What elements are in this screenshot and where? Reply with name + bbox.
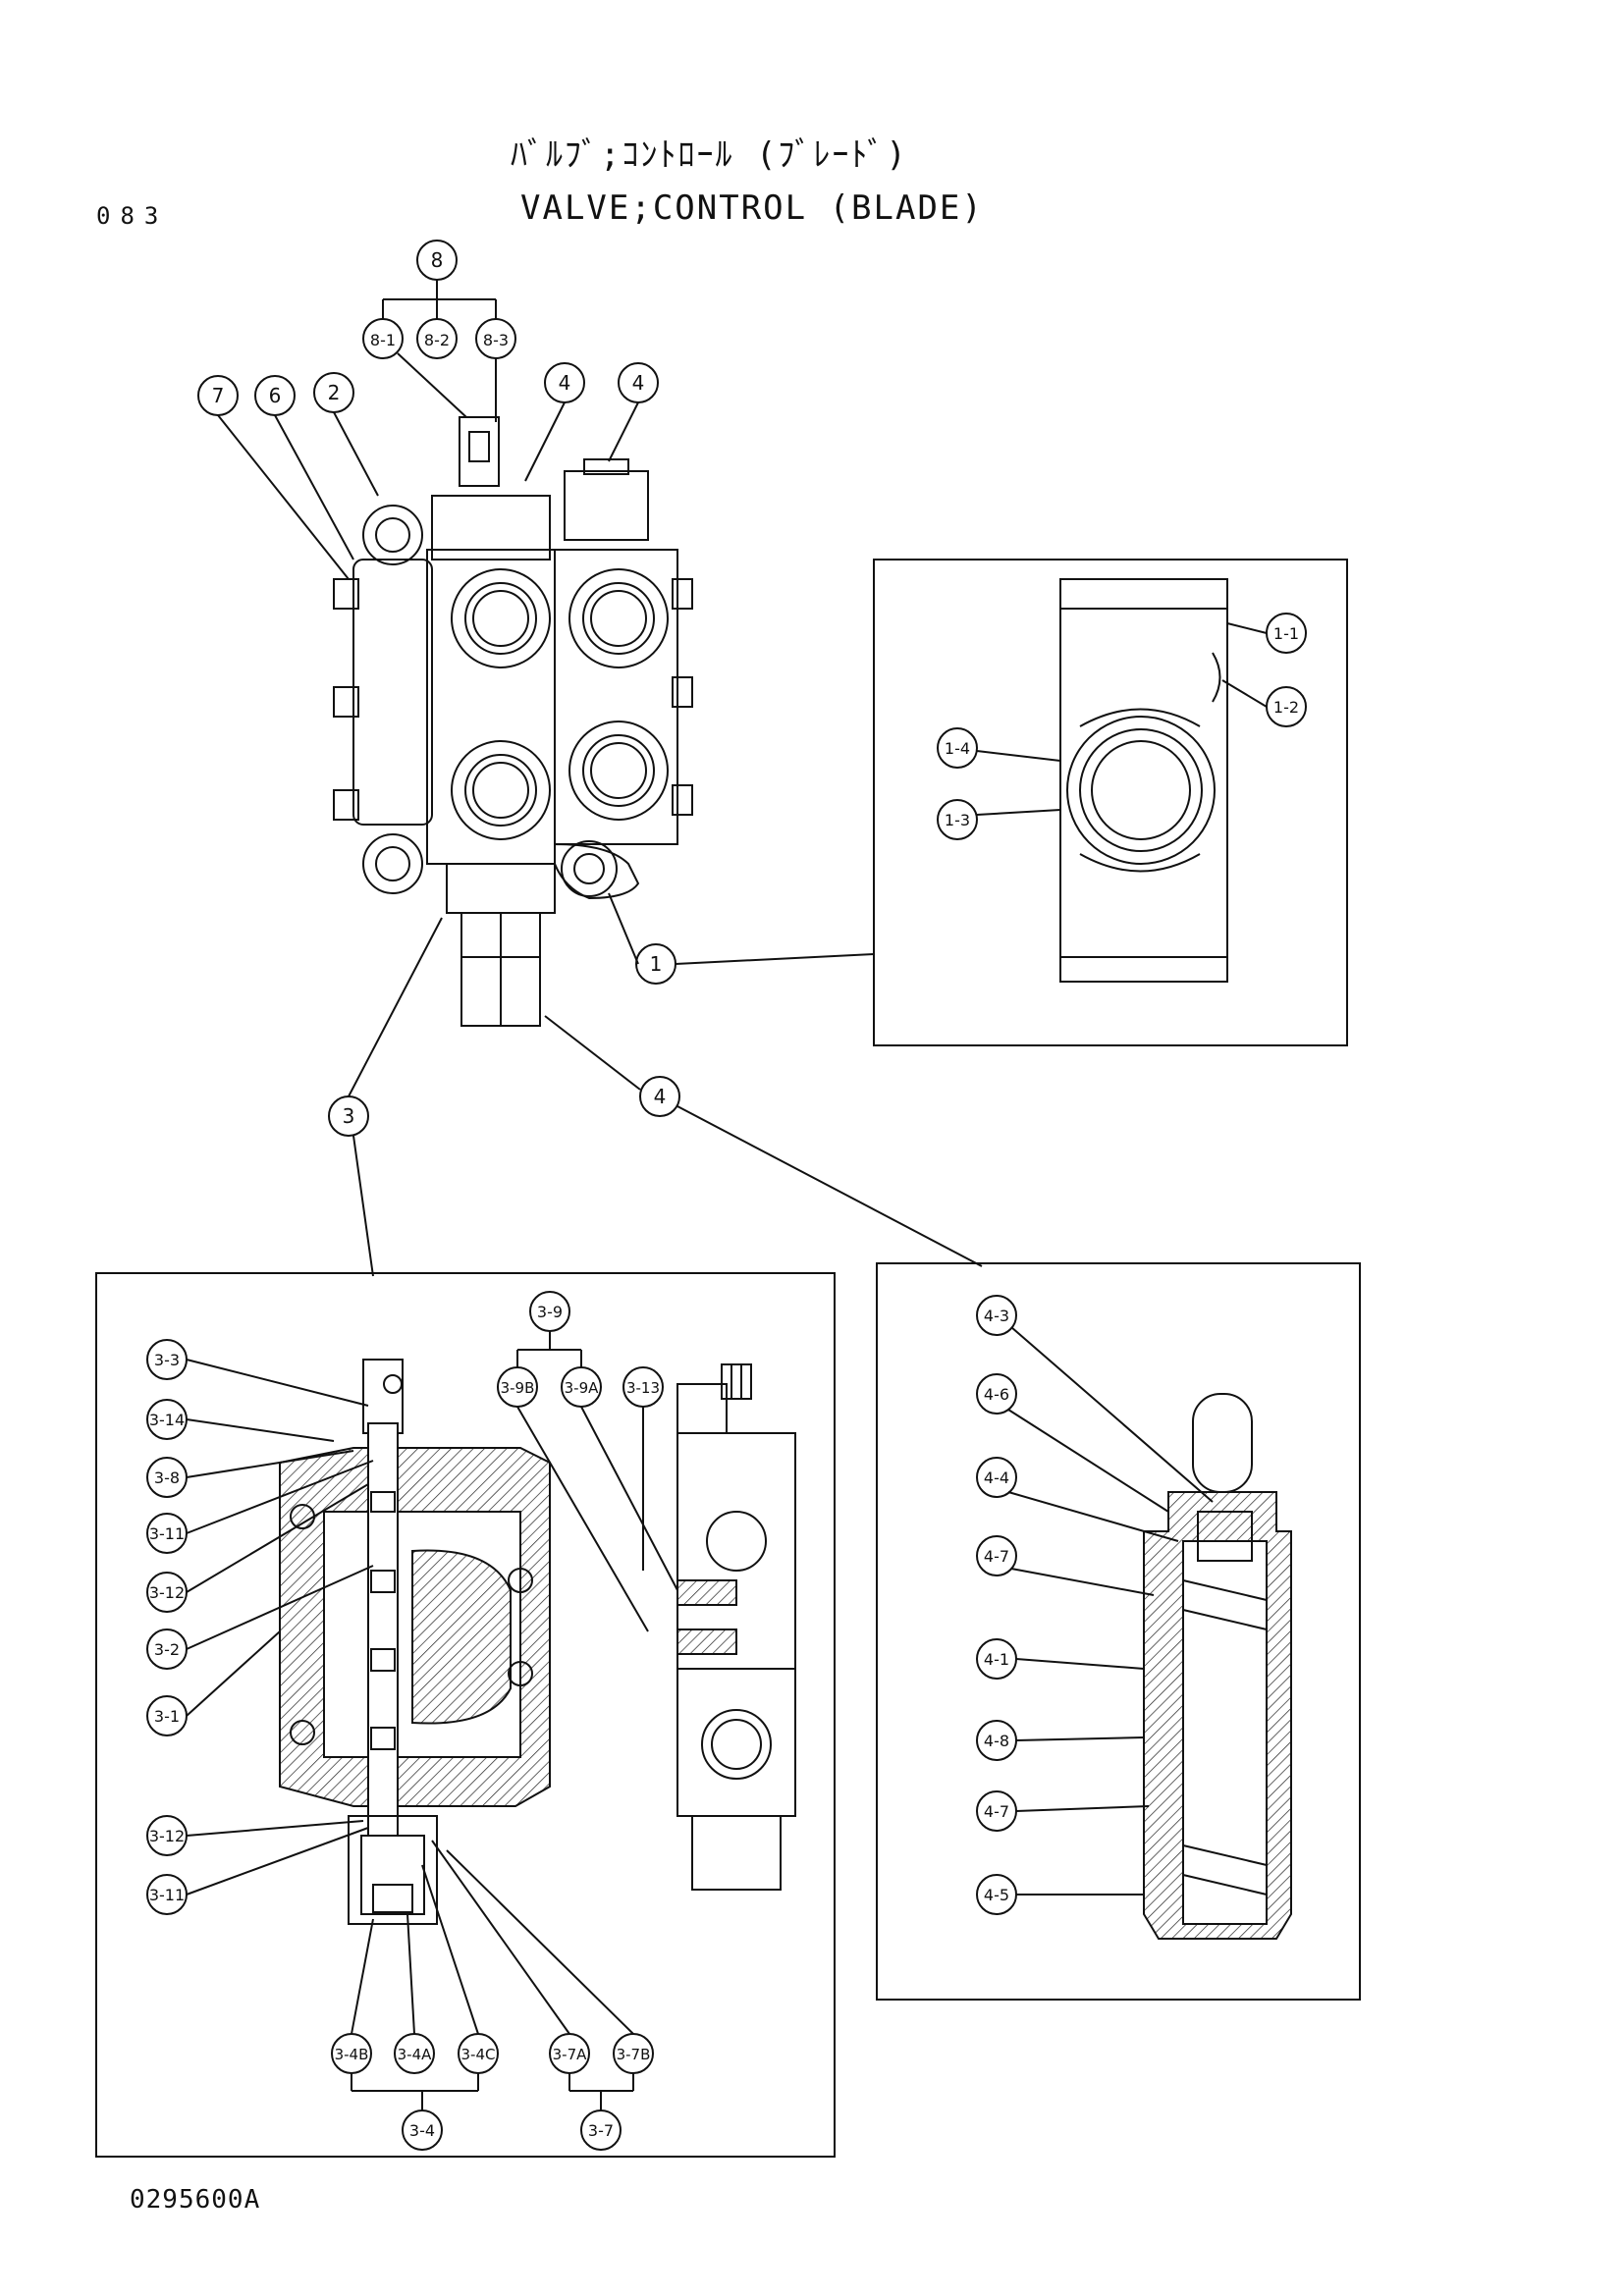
callout-3-7B: 3-7B xyxy=(617,2046,651,2063)
detail-box-3 xyxy=(95,1272,836,2158)
callout-3-14: 3-14 xyxy=(149,1411,185,1429)
callout-6: 6 xyxy=(269,384,282,407)
detail-3-callouts xyxy=(146,1291,678,2151)
callout-4-7-bottom: 4-7 xyxy=(984,1802,1009,1821)
callout-4-top-right: 4 xyxy=(632,371,645,395)
callout-4-bottom: 4 xyxy=(654,1085,667,1108)
callout-1-1: 1-1 xyxy=(1273,624,1299,643)
top-callouts xyxy=(197,240,983,1277)
detail-box-1 xyxy=(873,559,1348,1046)
callout-4-3: 4-3 xyxy=(984,1307,1009,1325)
callout-4-8: 4-8 xyxy=(984,1732,1009,1750)
callout-1: 1 xyxy=(650,952,663,976)
callout-1-2: 1-2 xyxy=(1273,698,1299,717)
callout-3: 3 xyxy=(343,1104,355,1128)
callout-3-8: 3-8 xyxy=(154,1468,180,1487)
callout-4-6: 4-6 xyxy=(984,1385,1009,1404)
callout-3-12-top: 3-12 xyxy=(149,1583,185,1602)
callout-8-1: 8-1 xyxy=(370,331,396,349)
callout-3-2: 3-2 xyxy=(154,1640,180,1659)
callout-8-3: 8-3 xyxy=(483,331,509,349)
callout-3-11-top: 3-11 xyxy=(149,1524,185,1543)
callout-3-7: 3-7 xyxy=(588,2121,614,2140)
title-english: VALVE;CONTROL (BLADE) xyxy=(520,188,984,228)
callout-3-9B: 3-9B xyxy=(501,1379,535,1397)
callout-4-1: 4-1 xyxy=(984,1650,1009,1669)
callout-4-7-top: 4-7 xyxy=(984,1547,1009,1566)
callout-3-7A: 3-7A xyxy=(553,2046,587,2063)
drawing-code: 0295600A xyxy=(130,2185,261,2215)
title-japanese: ﾊﾞﾙﾌﾞ;ｺﾝﾄﾛｰﾙ (ﾌﾞﾚｰﾄﾞ) xyxy=(511,135,908,175)
callout-3-4C: 3-4C xyxy=(461,2046,496,2063)
callout-1-3: 1-3 xyxy=(945,811,970,829)
callout-8: 8 xyxy=(431,248,444,272)
callout-3-4A: 3-4A xyxy=(398,2046,432,2063)
callout-3-13: 3-13 xyxy=(626,1379,660,1397)
main-valve-drawing xyxy=(333,416,693,1027)
detail-box-4 xyxy=(876,1262,1361,2001)
callout-3-3: 3-3 xyxy=(154,1351,180,1369)
callout-3-9: 3-9 xyxy=(537,1303,563,1321)
callout-7: 7 xyxy=(212,384,225,407)
callout-4-4: 4-4 xyxy=(984,1468,1009,1487)
callout-3-12-bottom: 3-12 xyxy=(149,1827,185,1845)
callout-3-1: 3-1 xyxy=(154,1707,180,1726)
page-code: 083 xyxy=(96,202,169,230)
callout-4-top-left: 4 xyxy=(559,371,571,395)
callout-2: 2 xyxy=(328,381,341,404)
callout-8-2: 8-2 xyxy=(424,331,450,349)
callout-1-4: 1-4 xyxy=(945,739,970,758)
callout-3-9A: 3-9A xyxy=(565,1379,599,1397)
callout-3-4: 3-4 xyxy=(409,2121,435,2140)
callout-3-11-bottom: 3-11 xyxy=(149,1886,185,1904)
callout-4-5: 4-5 xyxy=(984,1886,1009,1904)
callout-3-4B: 3-4B xyxy=(335,2046,369,2063)
